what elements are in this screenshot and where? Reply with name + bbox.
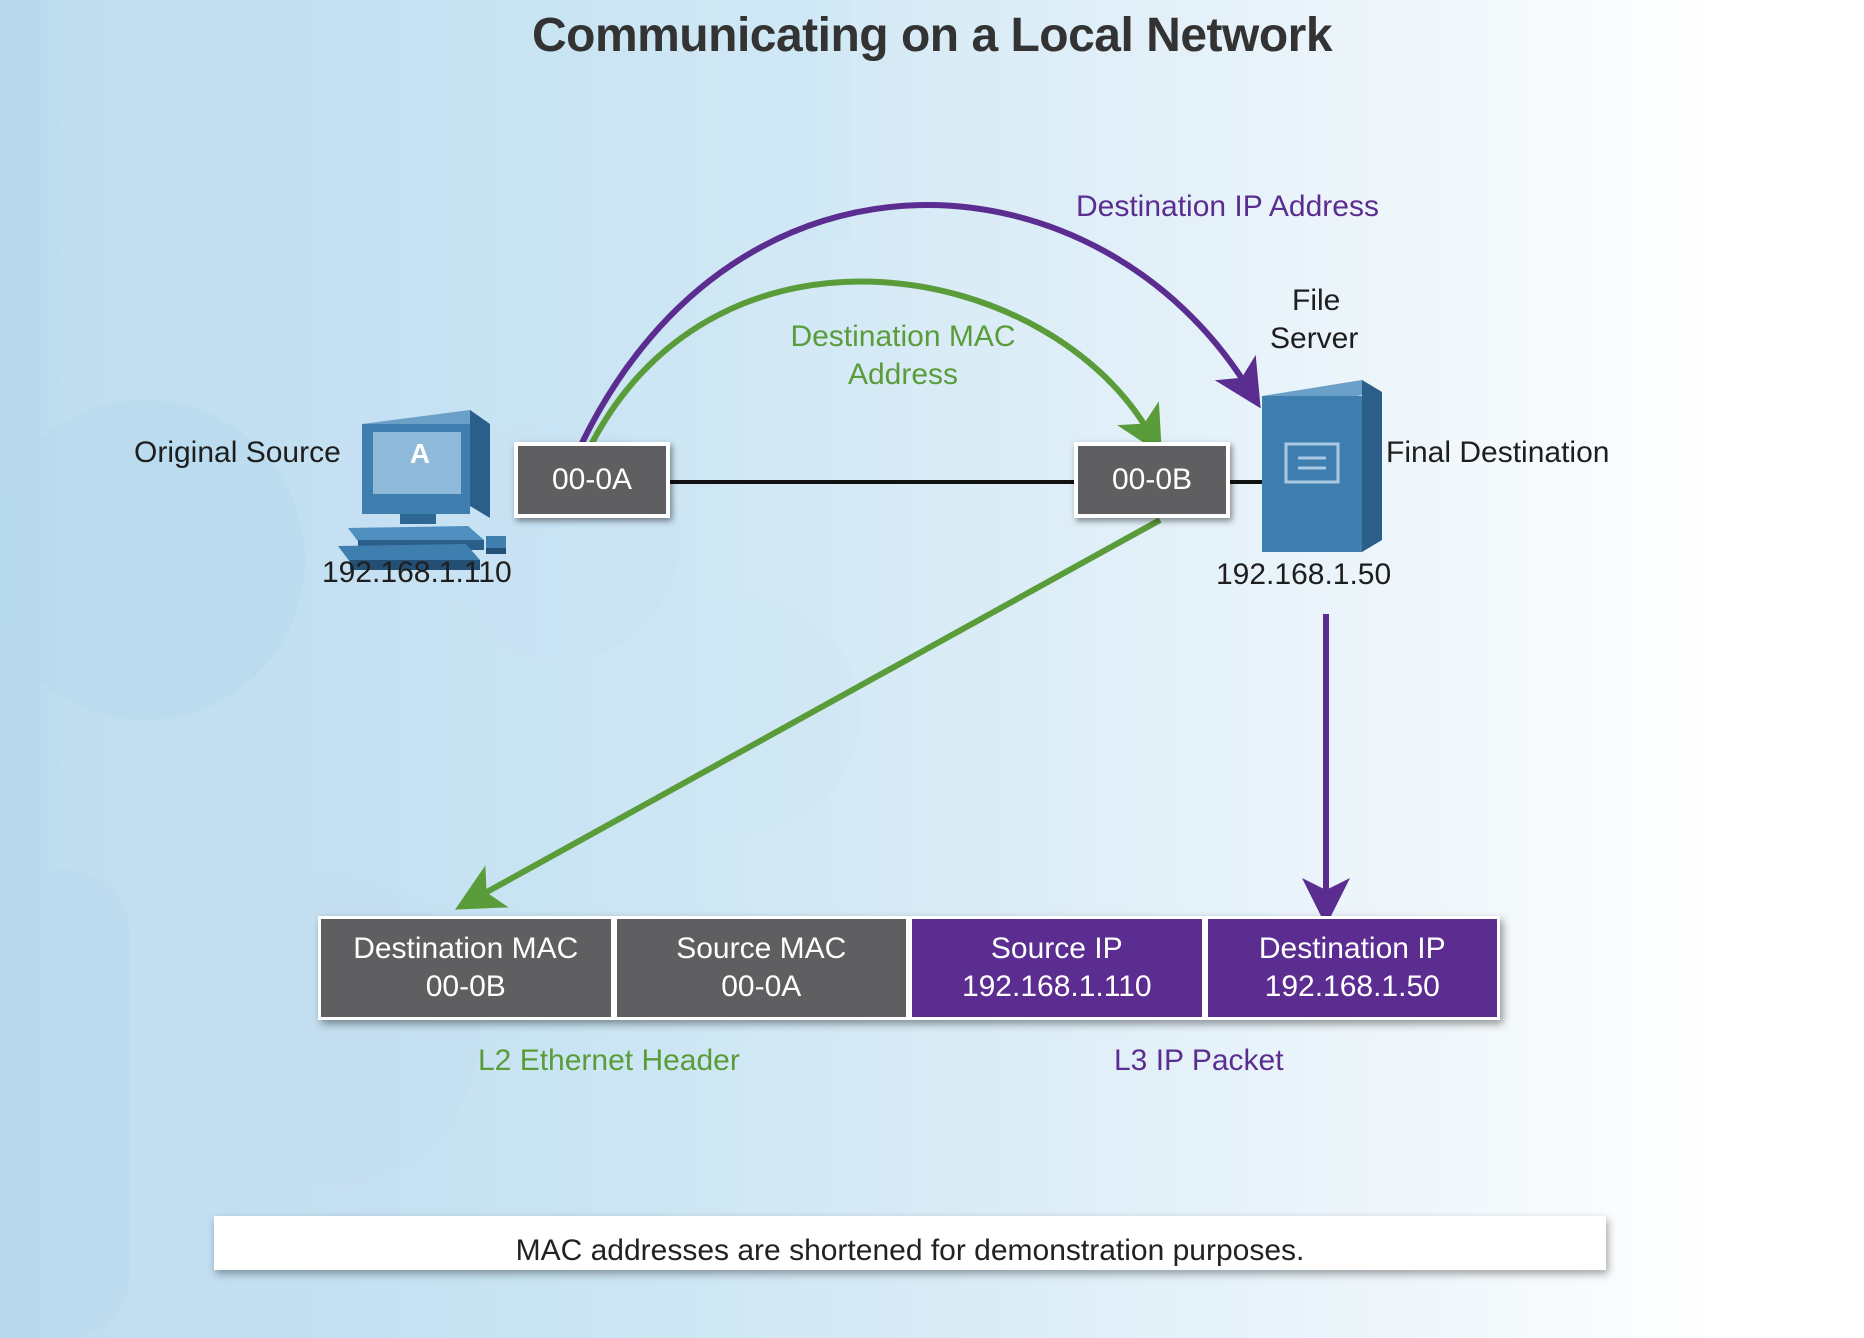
frame-cell-source-ip: Source IP 192.168.1.110 [909,916,1205,1020]
frame-cell-value: 192.168.1.110 [961,970,1152,1003]
frame-cell-source-mac: Source MAC 00-0A [613,916,909,1020]
destination-ip-label: 192.168.1.50 [1216,558,1392,591]
frame-header: Destination MAC 00-0B Source MAC 00-0A S… [318,916,1500,1020]
frame-cell-title: Destination MAC [353,932,579,965]
l3-ip-packet-label: L3 IP Packet [1114,1044,1284,1077]
mac-to-frame-arrow [454,517,1162,910]
footnote-box: MAC addresses are shortened for demonstr… [214,1216,1606,1270]
pc-icon [338,410,506,570]
original-source-label: Original Source [134,436,341,469]
file-label: File [1292,284,1341,317]
frame-cell-value: 00-0B [425,970,506,1003]
source-ip-label: 192.168.1.110 [322,556,512,589]
frame-cell-destination-ip: Destination IP 192.168.1.50 [1204,916,1500,1020]
destination-ip-arrow [579,202,1261,445]
destination-mac-address-label: Destination MAC Address [780,318,1026,394]
destination-mac-box: 00-0B [1074,442,1230,518]
server-label: Server [1270,322,1359,355]
frame-cell-value: 192.168.1.50 [1264,970,1440,1003]
l2-ethernet-header-label: L2 Ethernet Header [478,1044,740,1077]
destination-mac-arrow [589,278,1162,455]
frame-cell-title: Destination IP [1258,932,1446,965]
destination-ip-address-label: Destination IP Address [1076,190,1379,223]
frame-cell-value: 00-0A [721,970,802,1003]
frame-cell-title: Source MAC [676,932,847,965]
destination-mac-label-line1: Destination MAC [790,320,1016,353]
server-icon [1262,380,1382,552]
source-mac-box: 00-0A [514,442,670,518]
page-title: Communicating on a Local Network [531,9,1333,62]
frame-cell-title: Source IP [990,932,1123,965]
destination-mac-label-line2: Address [847,358,959,391]
frame-cell-destination-mac: Destination MAC 00-0B [318,916,614,1020]
final-destination-label: Final Destination [1386,436,1610,469]
pc-letter-label: A [409,438,431,469]
